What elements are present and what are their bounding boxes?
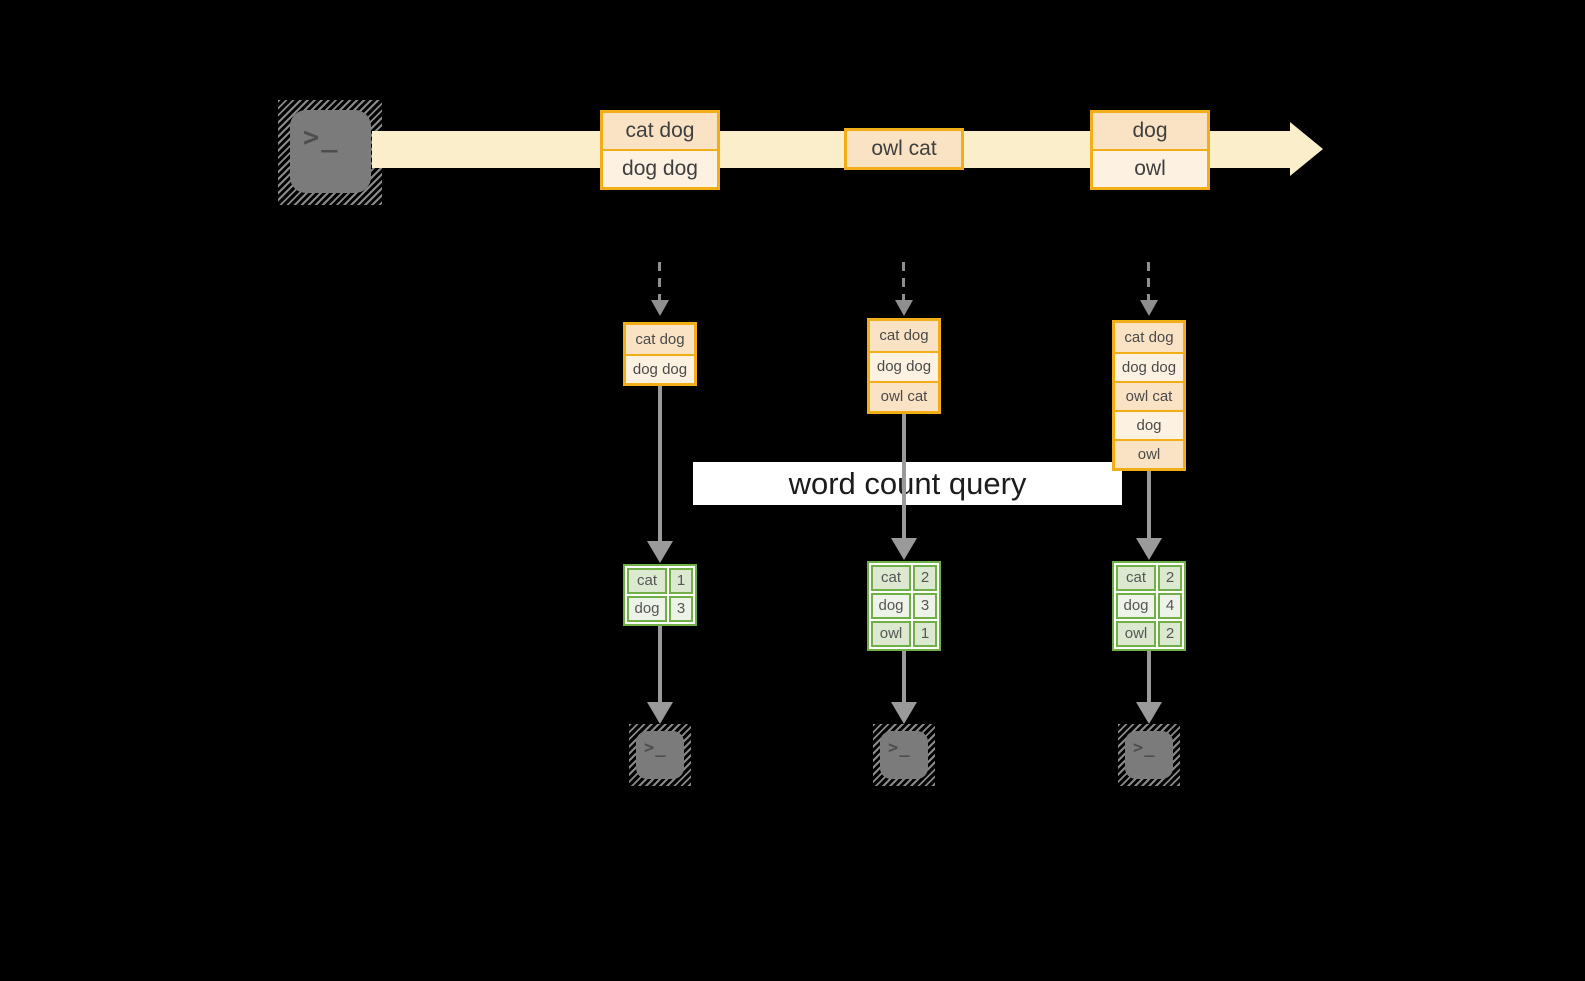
buffer-line: cat dog <box>1115 323 1183 352</box>
result-count-cell: 4 <box>1158 593 1182 619</box>
result-count-cell: 2 <box>1158 621 1182 647</box>
output-flow-arrow-2 <box>902 651 906 702</box>
trigger-arrowhead-icon <box>895 300 913 316</box>
terminal-prompt-icon: >_ <box>303 122 340 153</box>
source-terminal-hatch: >_ <box>278 100 382 205</box>
input-buffer-2: cat dog dog dog owl cat <box>867 318 941 414</box>
query-flow-arrow-1 <box>658 386 662 541</box>
batch-line: owl cat <box>847 131 961 167</box>
query-flow-arrow-3 <box>1147 471 1151 538</box>
stream-batch-1: cat dog dog dog <box>600 110 720 190</box>
input-buffer-3: cat dog dog dog owl cat dog owl <box>1112 320 1186 471</box>
trigger-arrow-dashed-2 <box>902 262 905 302</box>
output-flow-arrow-1 <box>658 626 662 702</box>
result-table-2: cat 2 dog 3 owl 1 <box>867 561 941 651</box>
result-word-cell: cat <box>627 568 667 594</box>
result-count-cell: 3 <box>669 596 693 622</box>
stream-batch-2: owl cat <box>844 128 964 170</box>
stream-batch-3: dog owl <box>1090 110 1210 190</box>
source-terminal-icon: >_ <box>290 110 371 193</box>
buffer-line: owl <box>1115 439 1183 468</box>
input-stream-arrowhead-icon <box>1290 122 1323 176</box>
sink-terminal-icon: >_ <box>880 731 928 779</box>
trigger-arrowhead-icon <box>651 300 669 316</box>
result-word-cell: cat <box>1116 565 1156 591</box>
result-word-cell: dog <box>1116 593 1156 619</box>
output-flow-arrowhead-icon <box>1136 702 1162 724</box>
terminal-prompt-icon: >_ <box>644 738 667 758</box>
sink-terminal-hatch: >_ <box>873 724 935 786</box>
terminal-prompt-icon: >_ <box>1133 738 1156 758</box>
result-word-cell: owl <box>871 621 911 647</box>
result-word-cell: dog <box>871 593 911 619</box>
buffer-line: owl cat <box>870 381 938 411</box>
result-count-cell: 3 <box>913 593 937 619</box>
query-flow-arrowhead-icon <box>647 541 673 563</box>
result-table-3: cat 2 dog 4 owl 2 <box>1112 561 1186 651</box>
buffer-line: dog dog <box>1115 352 1183 381</box>
output-flow-arrowhead-icon <box>891 702 917 724</box>
sink-terminal-hatch: >_ <box>629 724 691 786</box>
buffer-line: dog dog <box>626 354 694 383</box>
trigger-arrow-dashed-3 <box>1147 262 1150 302</box>
buffer-line: dog <box>1115 410 1183 439</box>
query-flow-arrow-2 <box>902 414 906 538</box>
output-flow-arrow-3 <box>1147 651 1151 702</box>
batch-line: owl <box>1093 149 1207 187</box>
result-word-cell: owl <box>1116 621 1156 647</box>
result-word-cell: dog <box>627 596 667 622</box>
batch-line: dog <box>1093 113 1207 149</box>
query-flow-arrowhead-icon <box>891 538 917 560</box>
result-count-cell: 1 <box>669 568 693 594</box>
buffer-line: cat dog <box>870 321 938 351</box>
buffer-line: dog dog <box>870 351 938 381</box>
trigger-arrow-dashed-1 <box>658 262 661 302</box>
sink-terminal-hatch: >_ <box>1118 724 1180 786</box>
batch-line: dog dog <box>603 149 717 187</box>
query-flow-arrowhead-icon <box>1136 538 1162 560</box>
result-word-cell: cat <box>871 565 911 591</box>
buffer-line: cat dog <box>626 325 694 354</box>
trigger-arrowhead-icon <box>1140 300 1158 316</box>
sink-terminal-icon: >_ <box>636 731 684 779</box>
terminal-prompt-icon: >_ <box>888 738 911 758</box>
input-buffer-1: cat dog dog dog <box>623 322 697 386</box>
batch-line: cat dog <box>603 113 717 149</box>
result-table-1: cat 1 dog 3 <box>623 564 697 626</box>
query-label: word count query <box>693 462 1122 505</box>
buffer-line: owl cat <box>1115 381 1183 410</box>
result-count-cell: 2 <box>1158 565 1182 591</box>
result-count-cell: 2 <box>913 565 937 591</box>
result-count-cell: 1 <box>913 621 937 647</box>
output-flow-arrowhead-icon <box>647 702 673 724</box>
sink-terminal-icon: >_ <box>1125 731 1173 779</box>
